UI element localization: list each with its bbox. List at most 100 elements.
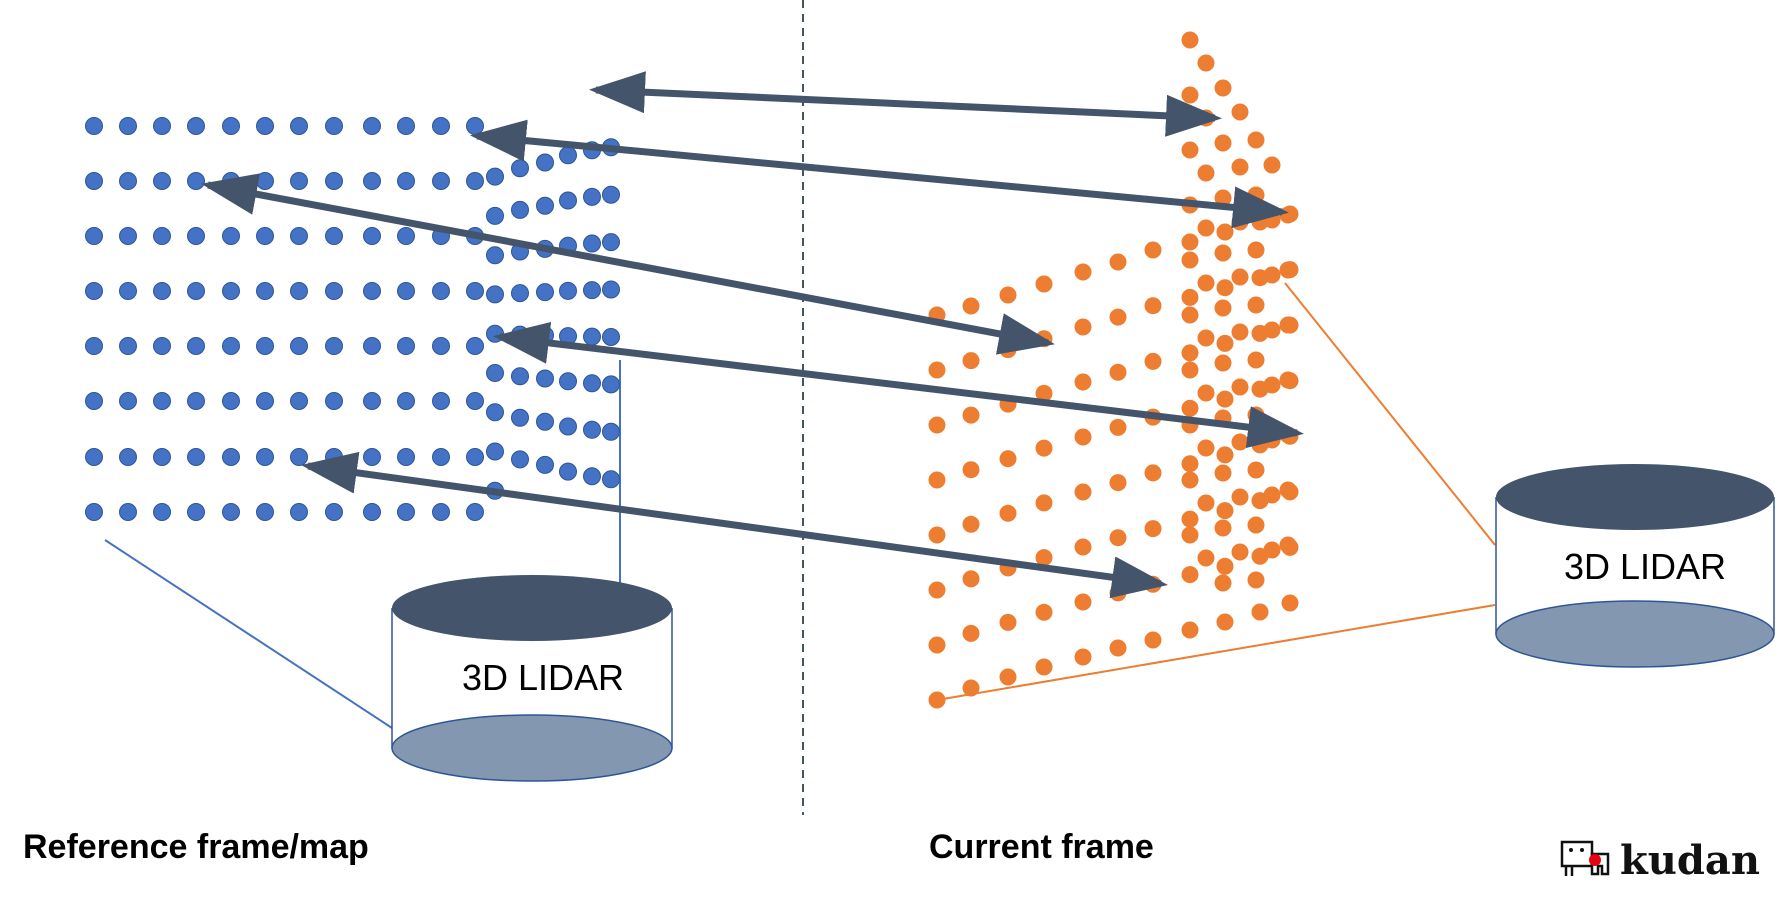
point <box>1181 471 1199 489</box>
point <box>1216 446 1234 464</box>
point <box>1074 593 1092 611</box>
point <box>1181 455 1199 473</box>
point <box>1231 543 1249 561</box>
point <box>290 227 308 245</box>
point <box>1247 461 1265 479</box>
reference-point-cloud <box>85 117 620 521</box>
elephant-icon <box>1560 840 1610 876</box>
point <box>363 392 381 410</box>
point <box>1074 373 1092 391</box>
point <box>432 172 450 190</box>
point <box>1181 141 1199 159</box>
reference-frame-caption: Reference frame/map <box>23 828 369 866</box>
point <box>85 172 103 190</box>
point <box>928 416 946 434</box>
point <box>536 196 554 215</box>
point <box>928 636 946 654</box>
point <box>256 448 274 466</box>
point <box>153 227 171 245</box>
point <box>187 392 205 410</box>
point <box>85 337 103 355</box>
point <box>1263 541 1281 559</box>
point <box>363 503 381 521</box>
point <box>256 337 274 355</box>
point <box>1181 361 1199 379</box>
point <box>536 455 554 474</box>
point <box>119 117 137 135</box>
point <box>1109 308 1127 326</box>
point <box>85 282 103 300</box>
point <box>119 392 137 410</box>
point <box>1214 299 1232 317</box>
point <box>1144 352 1162 370</box>
point <box>1279 261 1297 279</box>
point <box>928 471 946 489</box>
point <box>256 227 274 245</box>
point <box>466 172 484 190</box>
point <box>325 172 343 190</box>
point <box>1181 621 1199 639</box>
point <box>1197 329 1215 347</box>
point <box>962 352 980 370</box>
point <box>290 337 308 355</box>
point <box>119 172 137 190</box>
point <box>325 503 343 521</box>
point <box>256 282 274 300</box>
point <box>1247 241 1265 259</box>
kudan-logo-text: kudan <box>1620 837 1760 884</box>
point <box>153 392 171 410</box>
point <box>222 282 240 300</box>
point <box>397 337 415 355</box>
point <box>290 172 308 190</box>
point <box>1109 639 1127 657</box>
point <box>1247 571 1265 589</box>
point <box>1279 371 1297 389</box>
point <box>511 450 529 469</box>
point <box>290 448 308 466</box>
point <box>1197 54 1215 72</box>
point <box>363 172 381 190</box>
point <box>999 450 1017 468</box>
point <box>1144 297 1162 315</box>
current-lidar-ray-top <box>1284 282 1496 546</box>
point <box>85 117 103 135</box>
point <box>486 364 504 382</box>
point <box>536 153 554 172</box>
kudan-logo: kudan <box>1560 837 1760 884</box>
point <box>559 281 577 300</box>
point <box>187 172 205 190</box>
point <box>928 691 946 709</box>
point <box>1035 275 1053 293</box>
point <box>486 246 504 265</box>
point <box>363 117 381 135</box>
point <box>187 448 205 466</box>
point <box>432 117 450 135</box>
point <box>1214 354 1232 372</box>
point <box>962 624 980 642</box>
point <box>602 328 620 346</box>
point <box>222 392 240 410</box>
point <box>187 282 205 300</box>
point <box>119 337 137 355</box>
point <box>119 282 137 300</box>
point <box>325 448 343 466</box>
point <box>290 503 308 521</box>
point <box>1197 164 1215 182</box>
point <box>256 392 274 410</box>
point <box>397 227 415 245</box>
point <box>962 515 980 533</box>
point <box>85 503 103 521</box>
point <box>1279 481 1297 499</box>
current-frame-caption: Current frame <box>929 828 1154 866</box>
point <box>290 282 308 300</box>
point <box>187 337 205 355</box>
point <box>397 172 415 190</box>
point <box>466 503 484 521</box>
point <box>187 227 205 245</box>
point <box>1231 488 1249 506</box>
reference-lidar-sensor: 3D LIDAR <box>391 575 673 782</box>
point <box>432 282 450 300</box>
point <box>153 337 171 355</box>
point <box>1197 274 1215 292</box>
point <box>119 448 137 466</box>
